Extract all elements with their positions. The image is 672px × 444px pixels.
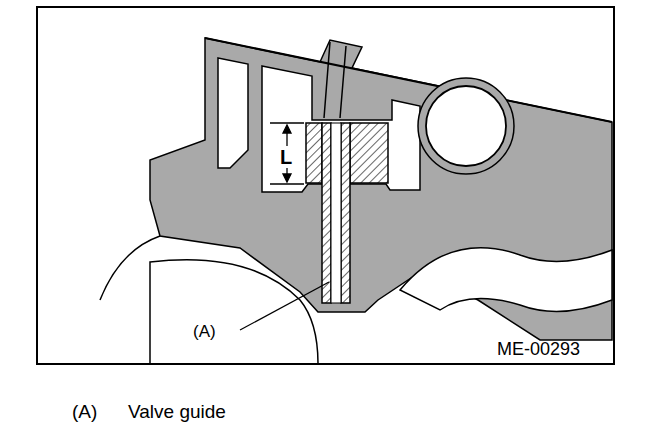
- dimension-label: L: [279, 146, 293, 168]
- callout-letter: (A): [193, 323, 216, 340]
- figure-code: ME-00293: [497, 340, 580, 358]
- part-name: Valve guide: [128, 402, 226, 421]
- journal-bore: [426, 86, 506, 166]
- combustion-chamber: [150, 260, 318, 363]
- valve-guide: [322, 123, 331, 303]
- callout-letter: (A): [72, 402, 97, 421]
- dimension-line: [270, 123, 304, 184]
- figure-frame: [37, 7, 614, 364]
- leader-line: [240, 282, 329, 330]
